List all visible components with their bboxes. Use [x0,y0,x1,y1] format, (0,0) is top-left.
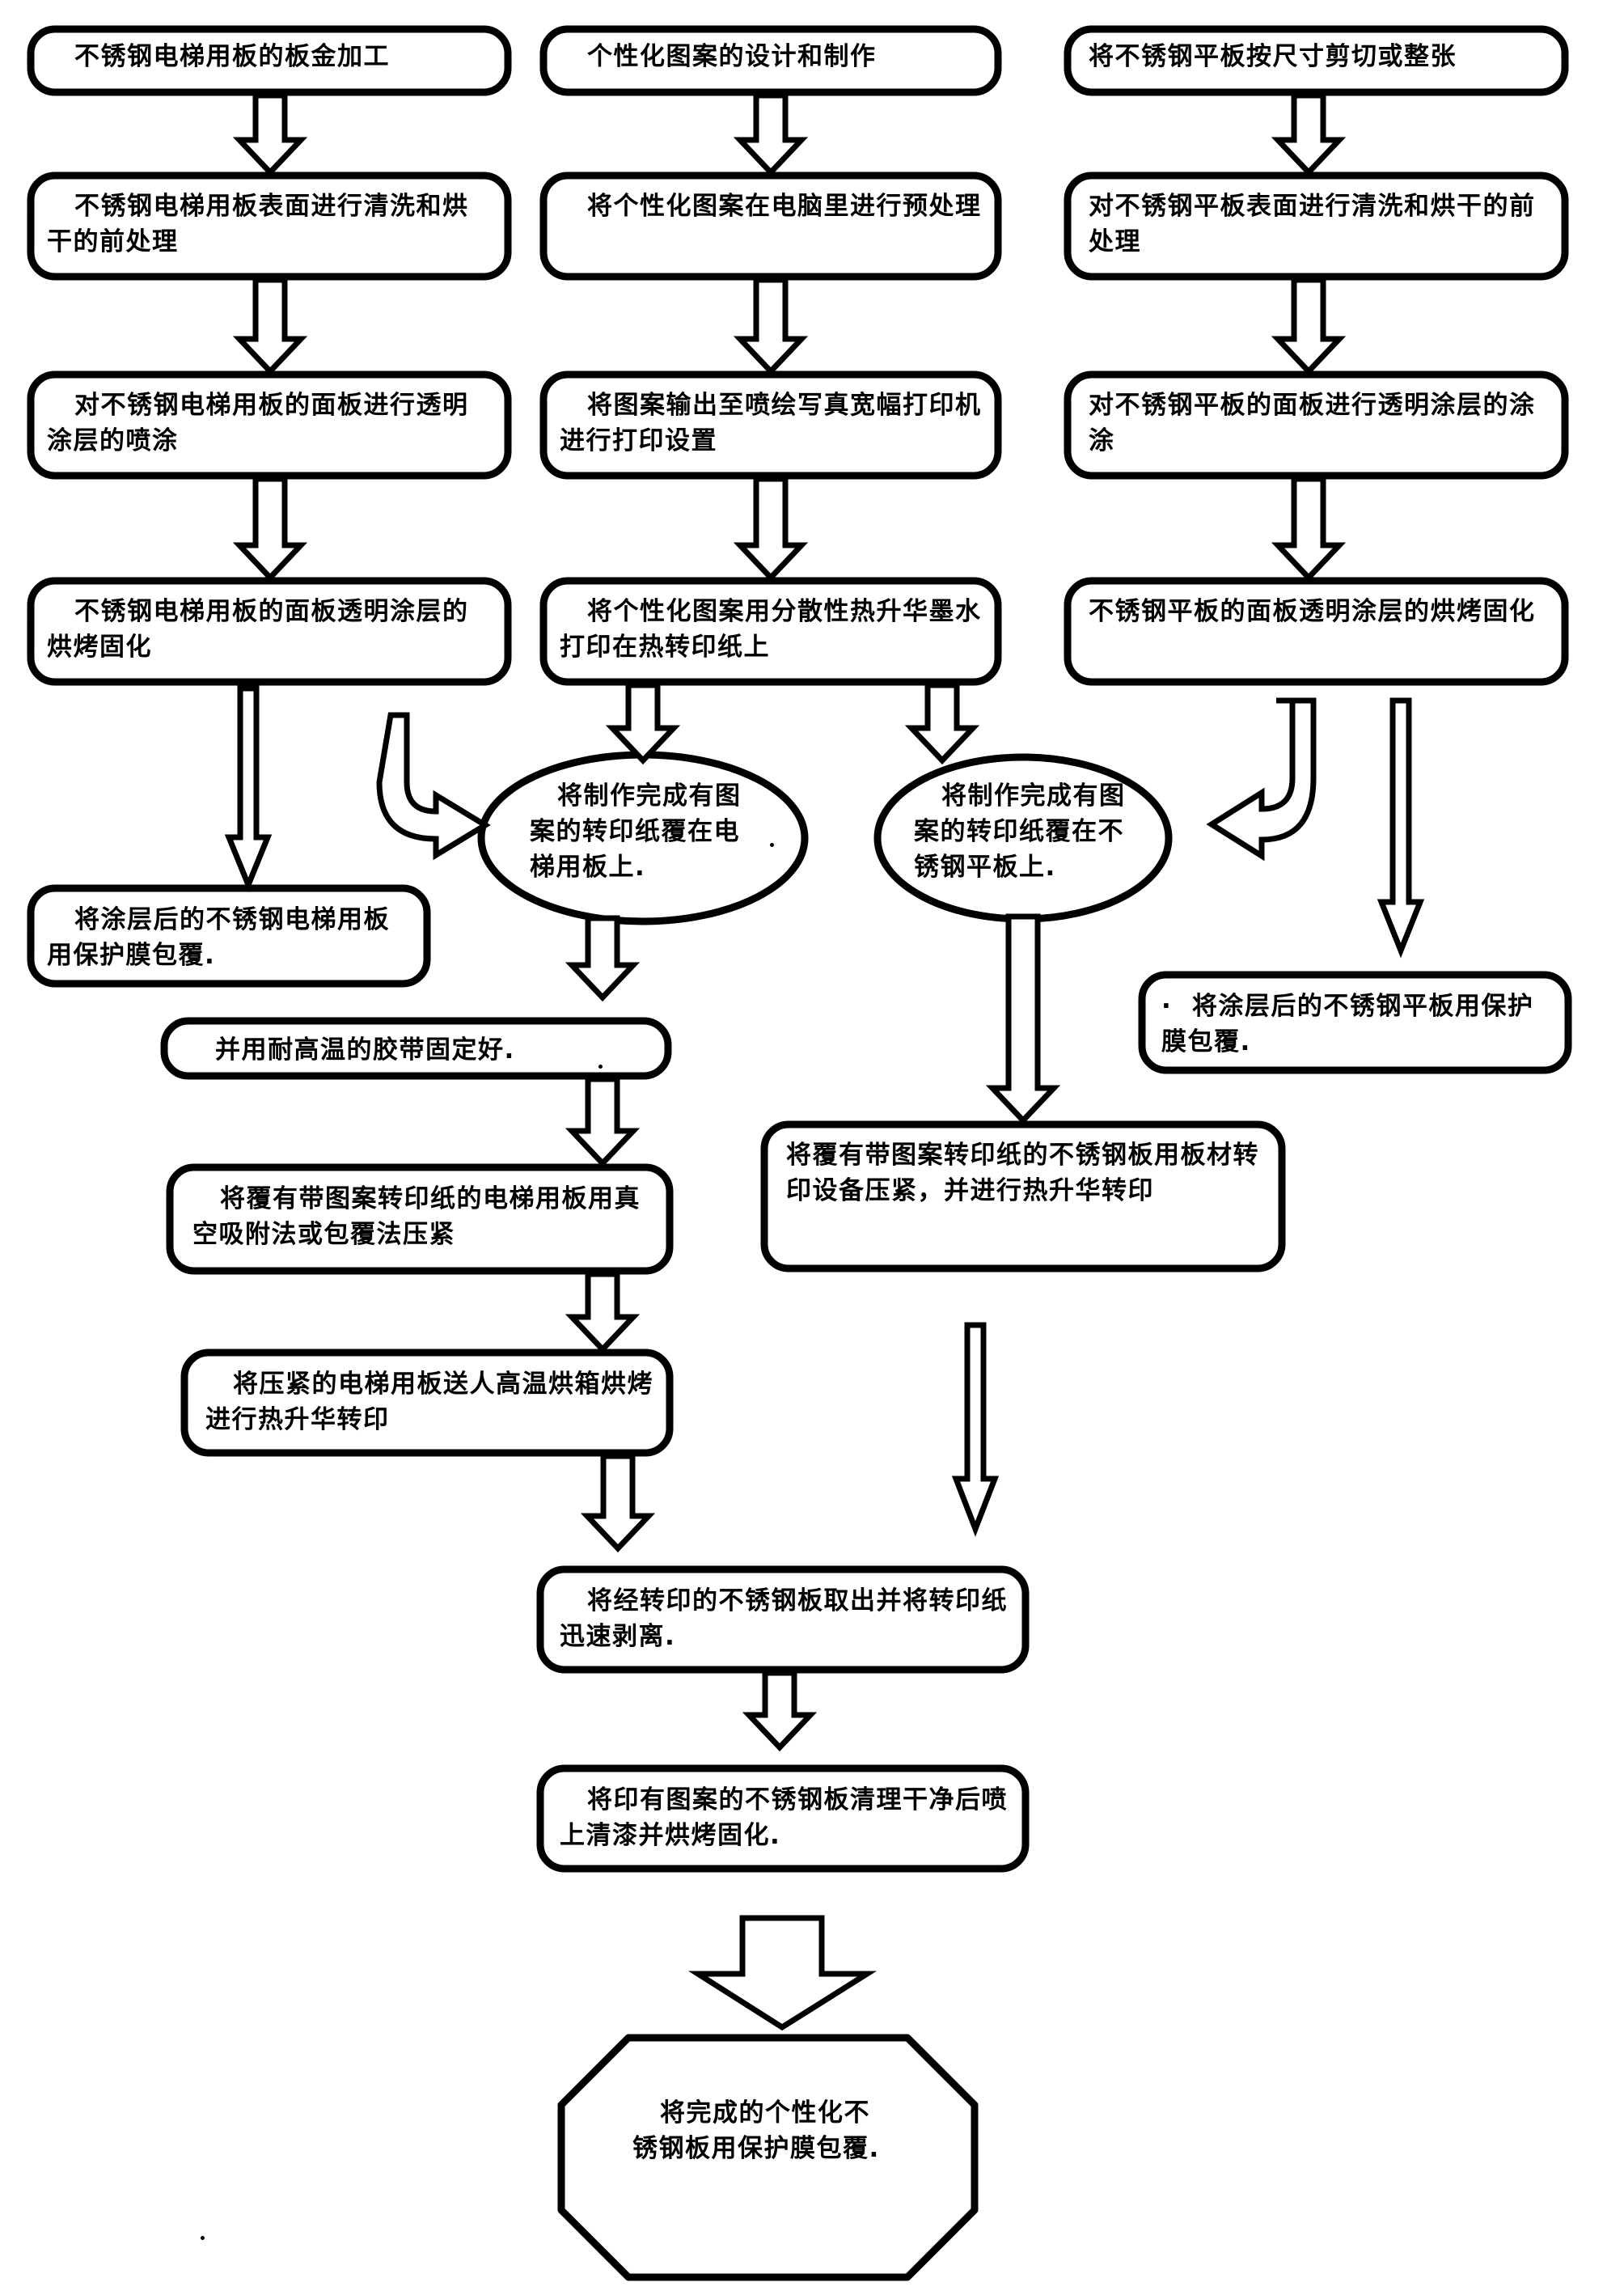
node-l5-label: 将涂层后的不锈钢电梯用板用保护膜包覆. [47,905,390,971]
node-l4-label: 不锈钢电梯用板的面板透明涂层的烘烤固化 [47,597,469,663]
node-c3-label: 将压紧的电梯用板送人高温烘箱烘烤进行热升华转印 [205,1370,653,1435]
node-c4-label: 将覆有带图案转印纸的不锈钢板用板材转印设备压紧，并进行热升华转印 [786,1141,1259,1206]
ink-speck [598,1065,603,1069]
edge-r4-r5 [1377,697,1425,959]
node-c1-label: 并用耐高温的胶带固定好. [215,1035,515,1065]
edge-l4-e1-curved [376,712,491,861]
node-f3-shape[interactable] [557,2034,979,2281]
node-r5-label: · 将涂层后的不锈钢平板用保护膜包覆. [1161,992,1534,1057]
node-c1-shape[interactable] [160,1017,672,1080]
edge-e2-c4 [985,913,1061,1125]
node-r1-shape[interactable] [1064,25,1569,96]
node-f2-label: 将印有图案的不锈钢板清理干净后喷上清漆并烘烤固化. [560,1785,1008,1851]
node-r1-label: 将不锈钢平板按尺寸剪切或整张 [1089,42,1457,71]
node-m3-label: 将图案输出至喷绘写真宽幅打印机进行打印设置 [560,391,982,456]
node-f1-shape[interactable] [536,1565,1030,1674]
node-c3-shape[interactable] [180,1349,674,1457]
node-r5-shape[interactable] [1138,971,1572,1074]
edge-m4-e2 [904,682,980,765]
node-l2-label: 不锈钢电梯用板表面进行清洗和烘干的前处理 [47,192,469,257]
edge-m2-m3 [733,277,809,376]
edge-c3-f1 [580,1453,656,1553]
edge-m3-m4 [733,476,809,582]
ink-speck [770,843,774,847]
node-c2-label: 将覆有带图案转印纸的电梯用板用真空吸附法或包覆法压紧 [192,1184,641,1250]
node-c2-shape[interactable] [166,1163,674,1275]
node-e1-label: 将制作完成有图案的转印纸覆在电梯用板上. [530,781,742,883]
ink-speck [201,2236,205,2240]
edge-l1-l2 [232,92,308,177]
edge-l4-l5 [224,685,273,893]
edge-r1-r2 [1271,92,1347,177]
edge-r2-r3 [1271,277,1347,376]
edge-e1-c1 [565,915,641,1002]
edge-f1-f2 [742,1670,818,1752]
edge-m4-e1 [605,682,681,765]
node-m1-shape[interactable] [539,25,1002,96]
node-f2-shape[interactable] [536,1764,1030,1873]
edge-l3-l4 [232,476,308,582]
node-f1-label: 将经转印的不锈钢板取出并将转印纸迅速剥离. [560,1586,1008,1652]
node-r4-label: 不锈钢平板的面板透明涂层的烘烤固化 [1089,597,1536,626]
node-r2-label: 对不锈钢平板表面进行清洗和烘干的前处理 [1089,192,1536,257]
node-r3-shape[interactable] [1064,371,1569,480]
edge-r3-r4 [1271,476,1347,582]
edge-r4-e2-curved [1206,697,1317,862]
node-l1-shape[interactable] [27,25,512,96]
edge-c4-f1 [951,1322,1000,1537]
edge-c2-c3 [565,1271,641,1354]
node-l1-label: 不锈钢电梯用板的板金加工 [74,42,390,71]
node-l5-shape[interactable] [27,884,431,988]
edge-m1-m2 [733,92,809,177]
edge-l2-l3 [232,277,308,376]
node-r2-shape[interactable] [1064,171,1569,281]
edge-f2-f3 [687,1915,878,2031]
node-r4-shape[interactable] [1064,577,1569,686]
node-l3-label: 对不锈钢电梯用板的面板进行透明涂层的喷涂 [47,391,469,456]
node-m4-label: 将个性化图案用分散性热升华墨水打印在热转印纸上 [560,597,982,663]
node-e2-label: 将制作完成有图案的转印纸覆在不锈钢平板上. [914,781,1126,883]
node-f3-label: 将完成的个性化不锈钢板用保护膜包覆. [632,2098,880,2164]
node-m1-label: 个性化图案的设计和制作 [587,42,877,71]
node-r3-label: 对不锈钢平板的面板进行透明涂层的涂涂 [1089,391,1536,456]
edge-c1-c2 [565,1076,641,1168]
node-m2-label: 将个性化图案在电脑里进行预处理 [587,192,982,221]
